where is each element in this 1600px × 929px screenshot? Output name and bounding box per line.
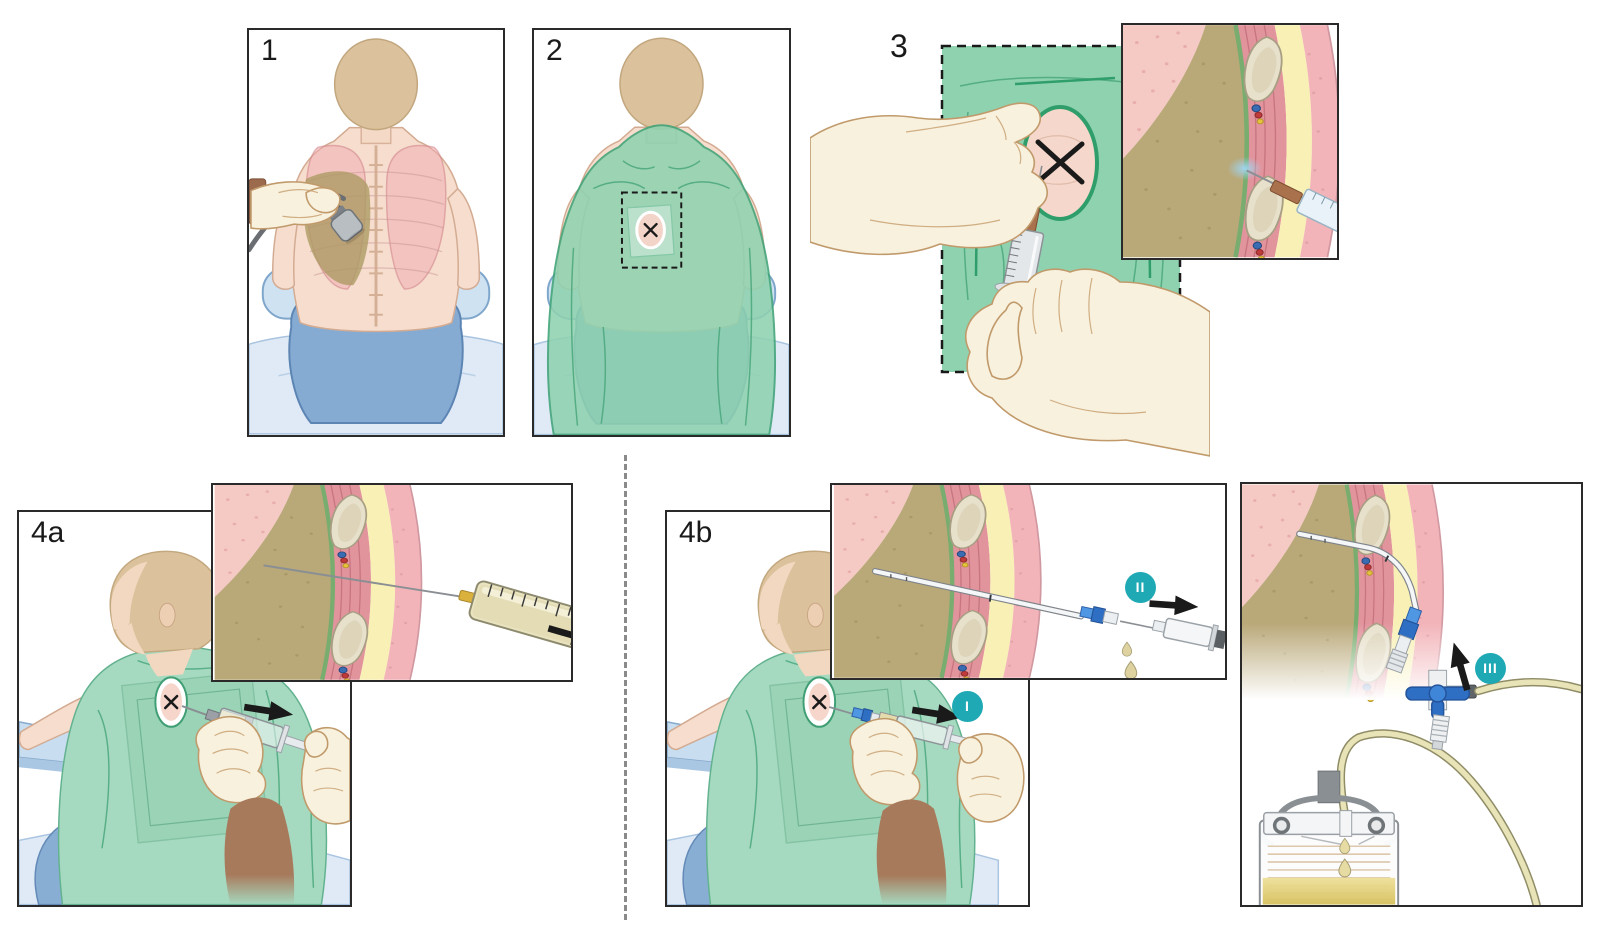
forearm [224,797,295,905]
skin-opening [635,210,666,250]
syringe-icon [1296,188,1337,245]
drainage-bag-icon [1258,770,1400,905]
open-port [1429,714,1451,751]
catheter-hub [1079,606,1120,625]
gloved-hand [956,733,1025,823]
panel-4b-inset-catheter [830,483,1227,680]
gloved-hand [250,181,341,230]
arrow-right-icon [1148,593,1200,617]
gloved-hand [195,715,267,804]
needle-hub [1269,180,1303,205]
panel-3-local-anesthesia: 3 [810,20,1210,465]
panel-label-3: 3 [890,28,908,64]
catheter-icon [1296,530,1420,613]
panel-4a-inset-cross-section [211,483,573,682]
incision-site-x-mark [643,222,658,238]
fluid-drop-icon [1121,641,1138,678]
step-badge-I: I [952,691,983,722]
chest-wall-cross-section [215,485,422,680]
gloved-hand [965,268,1210,457]
chest-wall-cross-section [834,485,1041,678]
forearm [876,799,947,905]
spine-line [369,145,383,327]
collected-fluid [1262,877,1396,905]
catheter-hub [1385,606,1423,674]
chest-wall-cross-section [1123,25,1337,258]
surgical-drape [546,124,777,435]
needle-icon [828,706,854,715]
panel-4b-drainage [1240,482,1583,907]
panel-label-1: 1 [261,34,278,67]
anesthetic-blush [1227,156,1263,181]
panel-divider [624,455,627,920]
aspiration-syringe-icon [468,580,571,658]
gloved-hand [300,726,350,825]
needle-icon [263,564,462,598]
panel-3-inset-cross-section [1121,23,1339,260]
gloved-hand [849,717,921,806]
panel-label-4b: 4b [679,516,713,549]
panel-1-ultrasound: 1 [247,28,505,437]
gloved-hand [810,102,1048,256]
needle-icon [1119,620,1154,629]
catheter-icon [871,568,1085,620]
stopcock-icon [1405,669,1477,751]
panel-2-draping: 2 [532,28,791,437]
incision-site-x-mark [1035,139,1085,185]
syringe-icon [1151,617,1225,652]
panel-label-4a: 4a [31,516,65,549]
step-badge-III: III [1475,653,1506,684]
step-badge-II: II [1125,572,1156,603]
panel-label-2: 2 [546,34,563,67]
needle-icon [181,705,208,716]
